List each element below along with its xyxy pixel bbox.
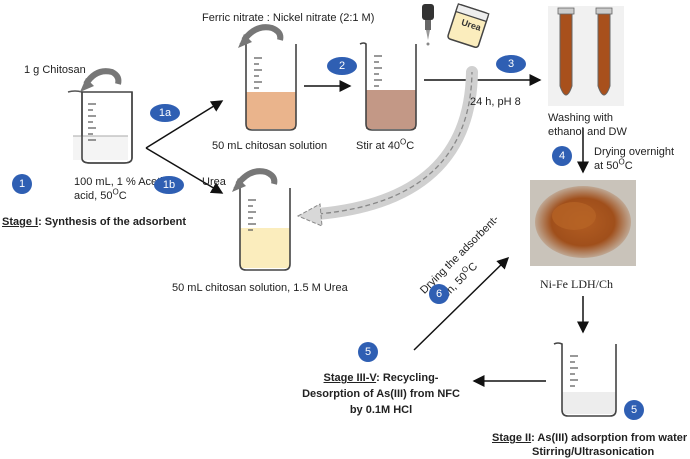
stir-rotation-icon-2	[238, 24, 284, 48]
step-5-left-badge: 5	[358, 342, 378, 362]
dropper-icon	[422, 4, 434, 46]
acetic-label-1: 100 mL, 1 % Acetic	[74, 176, 169, 188]
step-4-badge: 4	[552, 146, 572, 166]
step-6-badge: 6	[429, 284, 449, 304]
stage1-caption: Stage I: Synthesis of the adsorbent	[2, 216, 186, 229]
washing-label-1: Washing with	[548, 112, 614, 124]
stage2-title: Stage II	[492, 432, 532, 444]
stir-prefix: Stir at 40	[356, 140, 401, 152]
drying-superscript: O	[618, 157, 625, 167]
chitosan-amount-label: 1 g Chitosan	[24, 64, 86, 76]
drying-label-2: at 50OC	[594, 157, 633, 173]
acetic-label-2: acid, 50OC	[74, 187, 127, 203]
stage3-text: : Recycling-	[376, 372, 439, 384]
stir-rotation-icon	[80, 68, 122, 92]
stage2-caption-2: Stirring/Ultrasonication	[532, 446, 655, 458]
acetic-suffix: C	[118, 190, 127, 202]
urea-label: Urea	[202, 176, 226, 188]
step-5-right-badge: 5	[624, 400, 644, 420]
step-1a-badge: 1a	[150, 104, 180, 122]
time-ph-label: 24 h, pH 8	[470, 96, 521, 108]
urea-recycle-arrow	[296, 66, 478, 227]
stage3-title: Stage III-V	[323, 372, 377, 384]
stir-superscript: O	[400, 137, 407, 147]
acetic-superscript: O	[112, 187, 119, 197]
flow-arrows	[145, 74, 589, 387]
ferric-nickel-label: Ferric nitrate : Nickel nitrate (2:1 M)	[202, 12, 375, 24]
beaker-stirred-brown	[359, 42, 417, 131]
stage2-text: : As(III) adsorption from water	[531, 432, 688, 444]
urea-vial-icon	[447, 3, 490, 49]
beaker-chitosan-orange	[239, 42, 297, 131]
product-name-label: Ni-Fe LDH/Ch	[540, 277, 613, 291]
drying-label-1: Drying overnight	[594, 146, 675, 158]
urea-solution-label: 50 mL chitosan solution, 1.5 M Urea	[172, 282, 348, 294]
stage3-caption-2: Desorption of As(III) from NFC	[302, 388, 460, 400]
stir-temperature-label: Stir at 40OC	[356, 137, 415, 153]
beaker-acetic-acid	[67, 90, 133, 164]
stage3-caption-3: by 0.1M HCl	[349, 404, 413, 416]
step-2-badge: 2	[327, 57, 357, 75]
stage3-caption: Stage III-V: Recycling-	[296, 372, 466, 385]
stir-rotation-icon-3	[232, 168, 278, 192]
step-1-badge: 1	[12, 174, 32, 194]
stage1-title: Stage I	[2, 216, 39, 228]
chitosan-solution-label: 50 mL chitosan solution	[212, 140, 328, 152]
beaker-urea-yellow	[233, 186, 291, 271]
step-1b-badge: 1b	[154, 176, 184, 194]
test-tubes-washed	[548, 6, 624, 106]
stir-suffix: C	[406, 140, 415, 152]
beaker-adsorption	[553, 342, 617, 417]
stage2-caption: Stage II: As(III) adsorption from water	[492, 432, 687, 445]
drying-suffix: C	[624, 160, 633, 172]
stage1-text: : Synthesis of the adsorbent	[38, 216, 186, 228]
washing-label-2: ethanol and DW	[548, 126, 627, 138]
acetic-prefix: acid, 50	[74, 190, 113, 202]
ldh-powder-image	[530, 180, 636, 266]
drying-prefix: at 50	[594, 160, 619, 172]
step-3-badge: 3	[496, 55, 526, 73]
